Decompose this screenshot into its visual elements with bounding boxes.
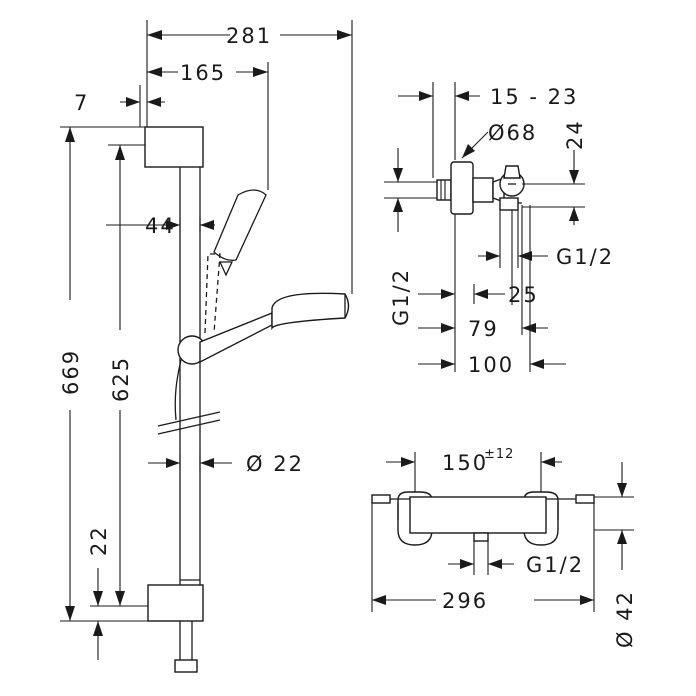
- thermostatic-mixer: [371, 491, 595, 546]
- wall-rosette: [450, 161, 474, 215]
- dimension-24: 24: [563, 119, 587, 150]
- dimension-25: 25: [508, 283, 539, 307]
- dimension-thread-right: G1/2: [556, 245, 614, 269]
- hose-nut: [174, 659, 198, 673]
- mixer-body: [409, 496, 547, 534]
- dimension-thread-left: G1/2: [389, 268, 413, 326]
- dimension-150-tolerance: ±12: [484, 447, 514, 462]
- bottom-wall-bracket: [147, 584, 204, 622]
- handshower: [199, 292, 350, 364]
- rail-dimensions: 281 165 7 44 669 625: [59, 20, 353, 660]
- dimension-150: 150: [442, 451, 488, 475]
- shower-hose: [174, 359, 182, 421]
- mixer-dimensions: 150 ±12 G1/2 296 Ø 42: [371, 447, 637, 648]
- dimension-15-23: 15 - 23: [490, 85, 578, 109]
- dimension-bar-diameter: Ø 22: [246, 452, 304, 476]
- shower-rail: [144, 126, 221, 673]
- dimension-165: 165: [180, 61, 226, 85]
- dimension-mixer-diameter: Ø 42: [613, 590, 637, 648]
- dimension-22: 22: [87, 525, 111, 556]
- dimension-rosette-diameter: Ø68: [488, 121, 537, 145]
- dimension-281: 281: [226, 24, 272, 48]
- dimension-thread-bottom: G1/2: [526, 553, 584, 577]
- wall-connector: [436, 161, 525, 215]
- handshower-tilted: [204, 189, 267, 334]
- dimension-100: 100: [468, 353, 514, 377]
- wall-connector-dimensions: 15 - 23 Ø68 24 G1/2 G1/2 25: [384, 82, 614, 377]
- dimension-44: 44: [145, 214, 176, 238]
- dimension-7: 7: [74, 91, 89, 115]
- top-wall-bracket: [144, 126, 204, 168]
- dimension-669: 669: [59, 349, 83, 395]
- dimension-625: 625: [109, 356, 133, 402]
- dimension-296: 296: [442, 589, 488, 613]
- dimension-79: 79: [468, 317, 499, 341]
